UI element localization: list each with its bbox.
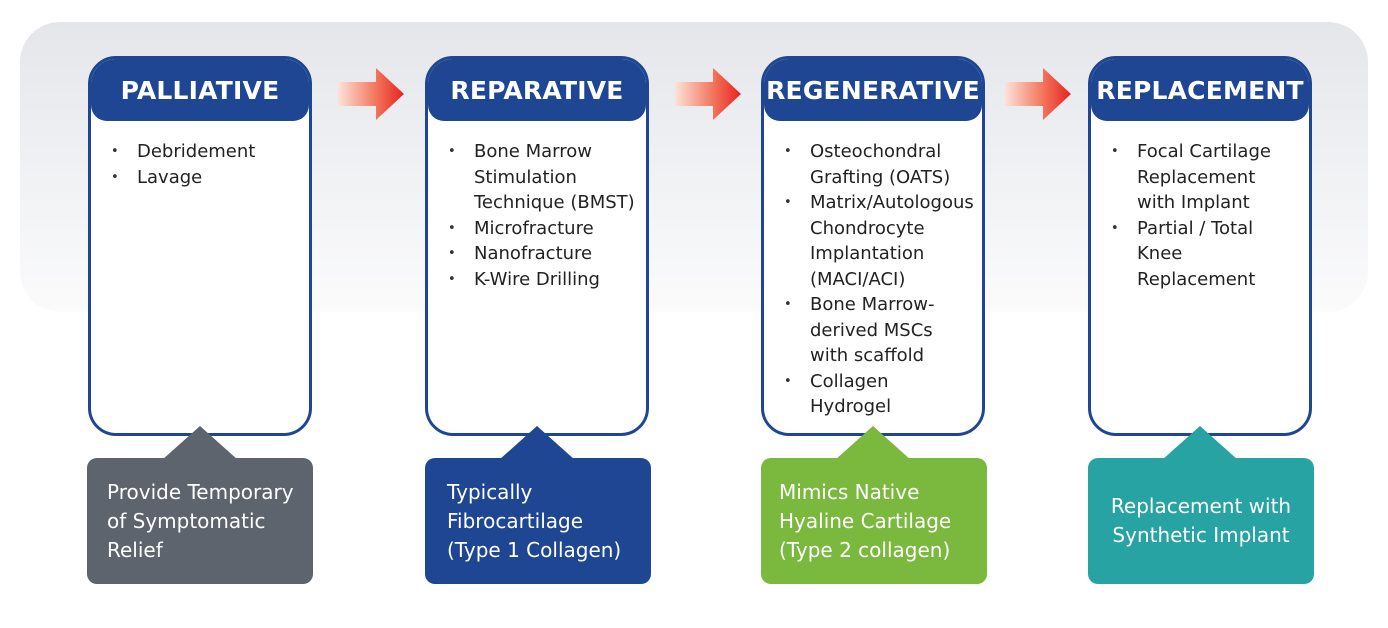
list-item: Nanofracture xyxy=(448,241,636,267)
stage-note-reparative: Typically Fibrocartilage (Type 1 Collage… xyxy=(425,458,651,584)
stage-title: REPARATIVE xyxy=(428,59,646,121)
arrow-right-icon xyxy=(338,68,404,120)
stage-item-list: Focal Cartilage Replacement with Implant… xyxy=(1091,121,1309,292)
list-item: Lavage xyxy=(111,165,299,191)
note-text: Typically Fibrocartilage (Type 1 Collage… xyxy=(447,479,622,562)
stage-card-reparative: REPARATIVE Bone Marrow Stimulation Techn… xyxy=(425,56,649,436)
callout-pointer xyxy=(162,426,238,460)
stage-card-regenerative: REGENERATIVE Osteochondral Grafting (OAT… xyxy=(761,56,985,436)
list-item: Matrix/Autologous Chondrocyte Implantati… xyxy=(784,190,974,292)
list-item: Debridement xyxy=(111,139,299,165)
list-item: Collagen Hydrogel xyxy=(784,369,972,420)
stage-item-list: Debridement Lavage xyxy=(91,121,309,190)
list-item: K-Wire Drilling xyxy=(448,267,636,293)
arrow-right-icon xyxy=(1005,68,1071,120)
list-item: Microfracture xyxy=(448,216,636,242)
list-item: Partial / Total Knee Replacement xyxy=(1111,216,1299,293)
arrow-right-icon xyxy=(675,68,741,120)
stage-title: REGENERATIVE xyxy=(764,59,982,121)
stage-note-replacement: Replacement with Synthetic Implant xyxy=(1088,458,1314,584)
list-item: Bone Marrow Stimulation Technique (BMST) xyxy=(448,139,636,216)
list-item: Osteochondral Grafting (OATS) xyxy=(784,139,972,190)
callout-pointer xyxy=(1162,426,1238,460)
note-text: Mimics Native Hyaline Cartilage (Type 2 … xyxy=(779,479,952,562)
stage-title: REPLACEMENT xyxy=(1091,59,1309,121)
stage-card-palliative: PALLIATIVE Debridement Lavage xyxy=(88,56,312,436)
stage-note-palliative: Provide Temporary of Symptomatic Relief xyxy=(87,458,313,584)
stage-item-list: Bone Marrow Stimulation Technique (BMST)… xyxy=(428,121,646,292)
list-item: Focal Cartilage Replacement with Implant xyxy=(1111,139,1299,216)
note-text: Provide Temporary of Symptomatic Relief xyxy=(107,479,294,562)
list-item: Bone Marrow-derived MSCs with scaffold xyxy=(784,292,972,369)
callout-pointer xyxy=(499,426,575,460)
stage-item-list: Osteochondral Grafting (OATS) Matrix/Aut… xyxy=(764,121,982,420)
callout-pointer xyxy=(835,426,911,460)
stage-title: PALLIATIVE xyxy=(91,59,309,121)
stage-card-replacement: REPLACEMENT Focal Cartilage Replacement … xyxy=(1088,56,1312,436)
stage-note-regenerative: Mimics Native Hyaline Cartilage (Type 2 … xyxy=(761,458,987,584)
note-text: Replacement with Synthetic Implant xyxy=(1110,494,1292,547)
